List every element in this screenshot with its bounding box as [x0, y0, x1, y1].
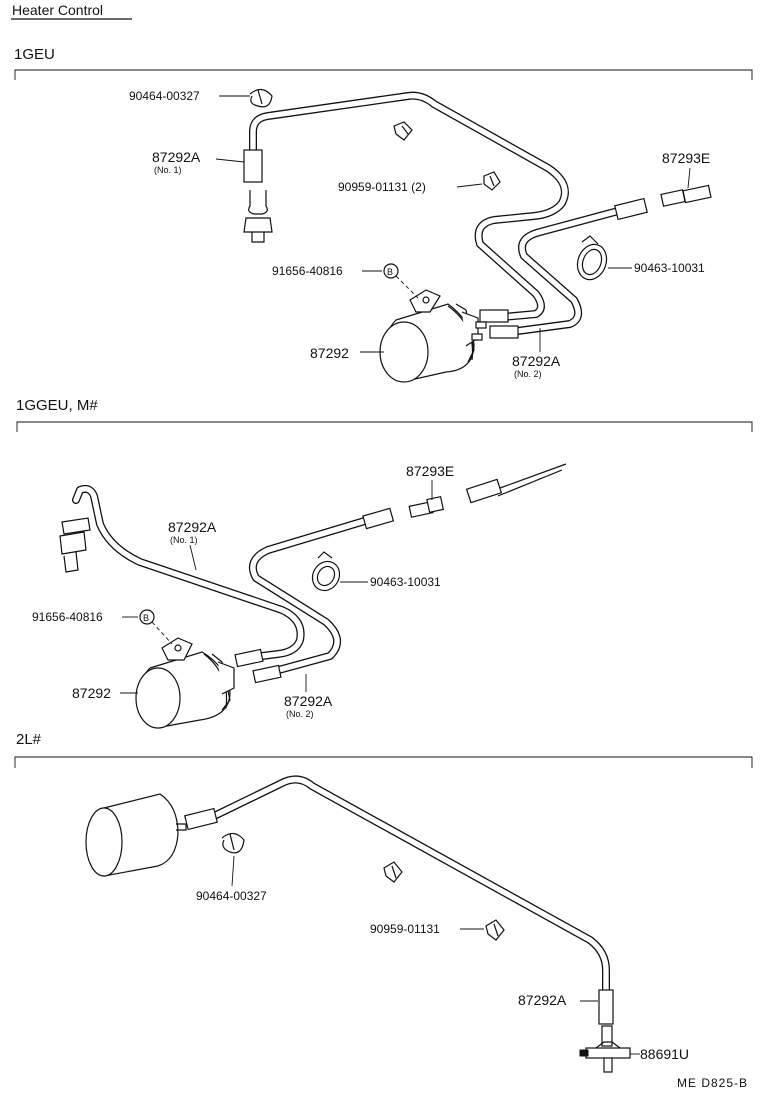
callout-sub-no2: (No. 2)	[286, 709, 314, 719]
callout-hose-clamp-90463: 90463-10031	[370, 575, 441, 589]
water-valve-icon	[135, 637, 235, 729]
hose-clamp-small-icon	[485, 919, 505, 941]
hose-end-sleeve	[252, 664, 282, 684]
section-bracket-1ggeu	[16, 421, 753, 432]
bolt-mark-letter: B	[143, 613, 149, 623]
section-label-2l: 2L#	[16, 731, 42, 748]
hose-end-sleeve	[465, 478, 503, 504]
section-1ggeu: 1GGEU, M#	[16, 397, 753, 729]
hose-2l	[206, 775, 610, 998]
callout-valve-87292: 87292	[310, 345, 349, 361]
callout-valve-joint-87293e: 87293E	[662, 150, 710, 166]
hose-end-sleeve	[243, 149, 263, 183]
callout-valve-joint-87293e: 87293E	[406, 463, 454, 479]
callout-bolt-91656: 91656-40816	[32, 610, 103, 624]
drawing-reference-code: ME D825-B	[677, 1076, 748, 1090]
hose-end-sleeve	[489, 325, 519, 339]
hose-end-sleeve	[614, 197, 648, 221]
section-1geu: 1GEU	[14, 46, 753, 383]
bolt-mark-circle	[139, 609, 155, 625]
callout-hose-87292a-no2: 87292A	[512, 353, 561, 369]
callout-hose-87292a-no1: 87292A	[168, 519, 217, 535]
callout-sub-no1: (No. 1)	[154, 165, 182, 175]
pipe-fitting-icon	[243, 190, 273, 243]
hose-clamp-small-icon	[383, 861, 403, 883]
callout-clip-90464: 90464-00327	[196, 889, 267, 903]
hose-end-sleeve	[598, 989, 614, 1025]
section-bracket-2l	[14, 756, 753, 768]
callout-clip-90464: 90464-00327	[129, 89, 200, 103]
pipe-fitting-icon	[59, 517, 91, 573]
clip-icon	[249, 88, 273, 108]
callout-valve-87292: 87292	[72, 685, 111, 701]
valve-joint-icon	[408, 495, 445, 518]
hose-end-sleeve	[362, 507, 395, 530]
valve-joint-icon	[660, 184, 712, 207]
callout-bolt-91656: 91656-40816	[272, 264, 343, 278]
hose-clamp-small-icon	[483, 171, 501, 191]
section-2l: 2L#	[14, 731, 753, 1073]
callout-clamp-90959: 90959-01131	[370, 922, 440, 936]
hose-no2-1ggeu	[249, 516, 372, 678]
callout-hose-clamp-90463: 90463-10031	[634, 261, 705, 275]
callout-hose-87292a-no1: 87292A	[152, 149, 201, 165]
callout-hose-87292a: 87292A	[518, 992, 567, 1008]
section-label-1geu: 1GEU	[14, 46, 55, 63]
heater-pipe-line	[497, 463, 567, 497]
hose-end-sleeve	[184, 807, 218, 831]
water-valve-icon	[379, 289, 487, 383]
hose-no2-1geu	[506, 206, 626, 336]
callout-clamp-90959: 90959-01131 (2)	[338, 180, 426, 194]
section-bracket-1geu	[14, 69, 753, 80]
section-label-1ggeu: 1GGEU, M#	[16, 397, 98, 414]
callout-union-88691u: 88691U	[640, 1046, 689, 1062]
clip-icon	[221, 832, 245, 854]
bolt-mark-letter: B	[387, 267, 393, 277]
callout-sub-no2: (No. 2)	[514, 369, 542, 379]
hose-clamp-ring-icon	[311, 551, 341, 592]
hose-end-sleeve	[234, 648, 264, 668]
diagram-title: Heater Control	[12, 2, 103, 18]
callout-hose-87292a-no2: 87292A	[284, 693, 333, 709]
union-fitting-icon	[579, 1025, 631, 1073]
hose-end-sleeve	[479, 309, 509, 323]
callout-sub-no1: (No. 1)	[170, 535, 198, 545]
heater-core-icon	[85, 793, 187, 877]
hose-clamp-ring-icon	[576, 235, 608, 281]
bolt-mark-circle	[383, 263, 399, 279]
hose-clamp-small-icon	[393, 121, 413, 141]
hose-no1-1ggeu	[72, 484, 305, 662]
hose-no1-1geu	[249, 91, 569, 322]
